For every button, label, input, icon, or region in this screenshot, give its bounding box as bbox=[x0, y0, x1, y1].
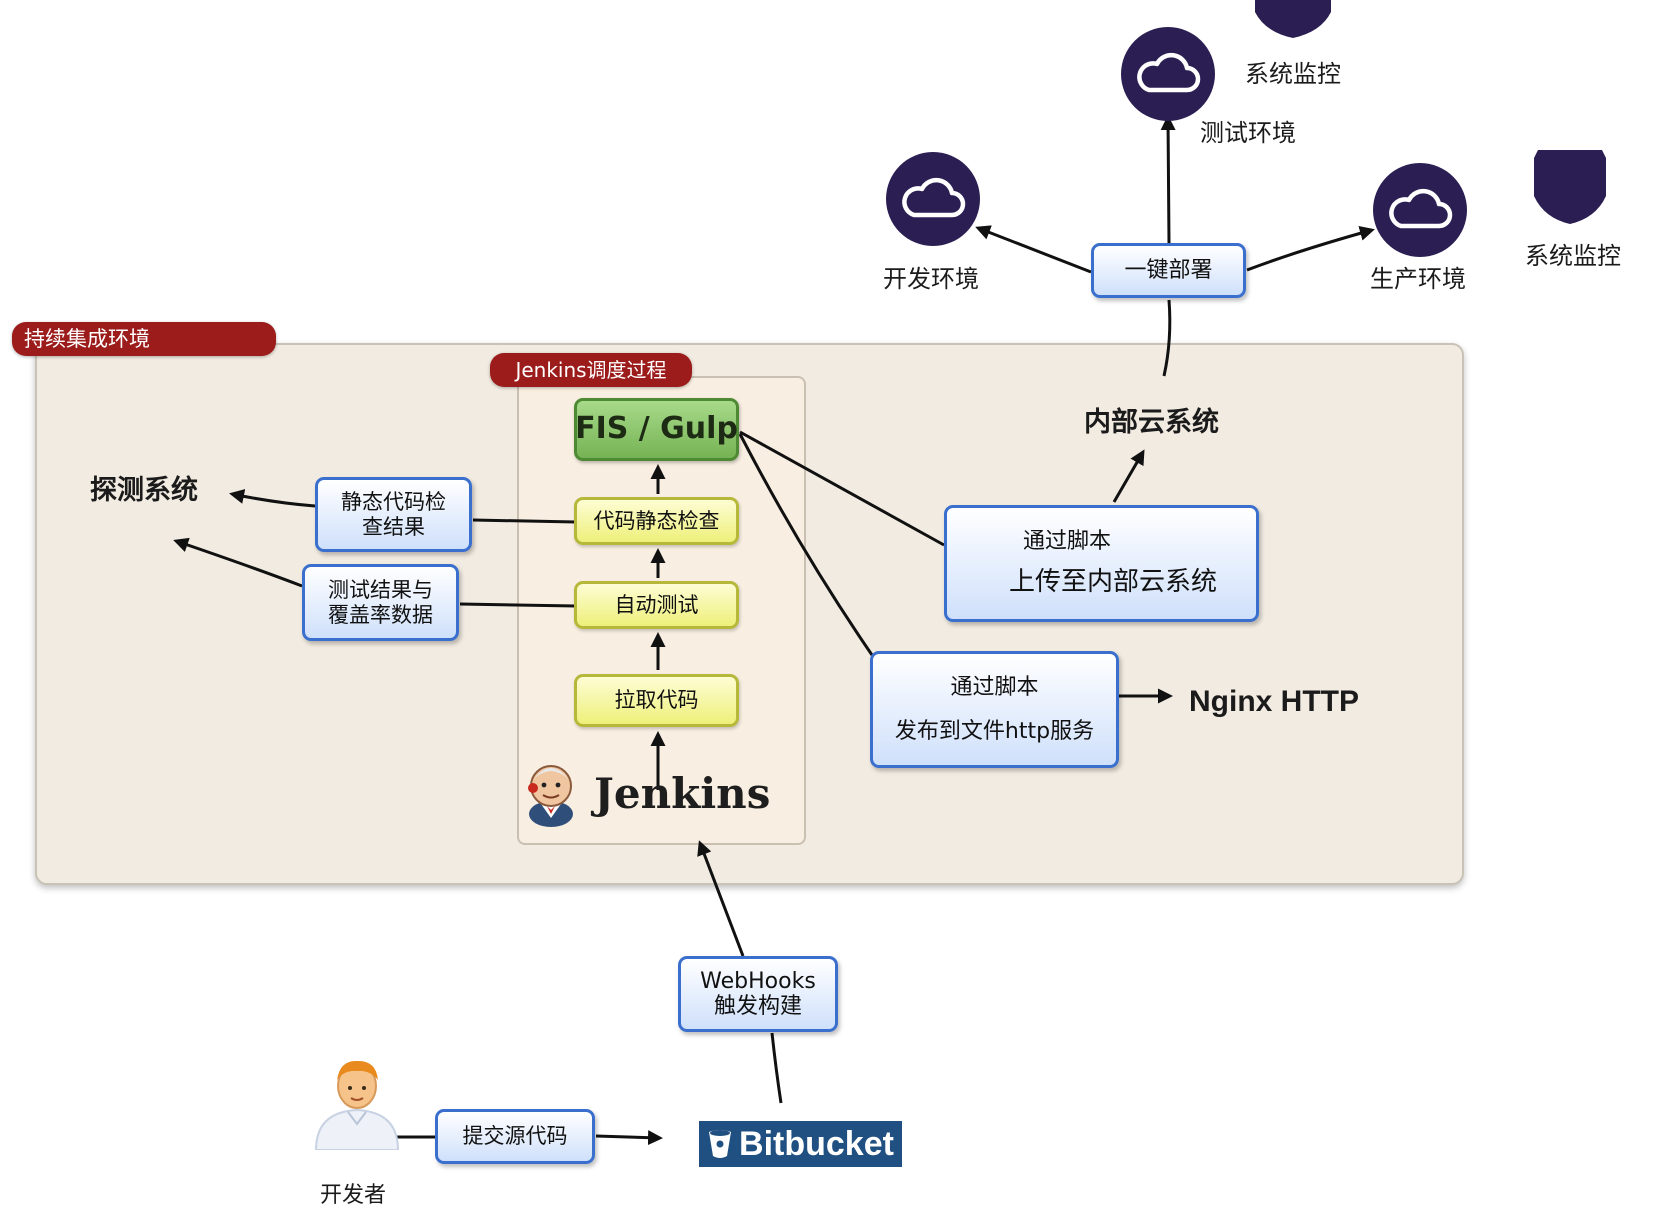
jenkins-process-label-text: Jenkins调度过程 bbox=[515, 358, 667, 382]
monitoring-top-text: 系统监控 bbox=[1245, 60, 1341, 88]
jenkins-logo: Jenkins bbox=[522, 758, 770, 828]
arrow-deploy-to-dev bbox=[975, 225, 1092, 274]
test-env-label: 测试环境 bbox=[1200, 113, 1296, 148]
internal-cloud-text: 内部云系统 bbox=[1084, 407, 1219, 438]
shield-icon bbox=[1534, 150, 1606, 224]
test-env-cloud-icon bbox=[1121, 27, 1215, 121]
test-result-coverage-line1: 测试结果与 bbox=[328, 578, 433, 603]
publish-script-box: 通过脚本 发布到文件http服务 bbox=[870, 651, 1119, 768]
one-click-deploy-text: 一键部署 bbox=[1124, 257, 1213, 283]
static-check-text: 代码静态检查 bbox=[593, 508, 720, 533]
prod-env-cloud-icon bbox=[1373, 163, 1467, 257]
static-check-result-box: 静态代码检 查结果 bbox=[315, 477, 472, 552]
arrow-commit-to-bitbucket bbox=[595, 1130, 663, 1146]
developer-label: 开发者 bbox=[320, 1177, 386, 1209]
monitoring-right-label: 系统监控 bbox=[1525, 236, 1621, 271]
nginx-http-label: Nginx HTTP bbox=[1189, 685, 1359, 719]
auto-test-text: 自动测试 bbox=[614, 592, 699, 617]
dev-env-label: 开发环境 bbox=[883, 259, 979, 294]
detect-system-text: 探测系统 bbox=[90, 475, 198, 506]
jenkins-wordmark: Jenkins bbox=[594, 768, 771, 818]
jenkins-butler-icon bbox=[528, 765, 573, 827]
arrow-deploy-to-test bbox=[1160, 115, 1176, 244]
pull-code-text: 拉取代码 bbox=[614, 688, 699, 713]
dev-env-text: 开发环境 bbox=[883, 265, 979, 293]
monitoring-top-label: 系统监控 bbox=[1245, 54, 1341, 89]
webhooks-line1: WebHooks bbox=[700, 968, 816, 994]
test-env-text: 测试环境 bbox=[1200, 119, 1296, 147]
auto-test-box: 自动测试 bbox=[574, 581, 739, 629]
static-check-result-line2: 查结果 bbox=[362, 514, 425, 539]
arrow-deploy-to-prod bbox=[1246, 225, 1375, 272]
publish-script-line1: 通过脚本 bbox=[950, 675, 1039, 701]
bitbucket-logo: Bitbucket bbox=[699, 1121, 902, 1167]
nginx-http-text: Nginx HTTP bbox=[1189, 685, 1359, 718]
prod-env-label: 生产环境 bbox=[1370, 259, 1466, 294]
bitbucket-bucket-icon bbox=[709, 1130, 732, 1158]
static-check-result-line1: 静态代码检 bbox=[341, 490, 446, 515]
commit-code-box: 提交源代码 bbox=[435, 1109, 595, 1164]
prod-env-text: 生产环境 bbox=[1370, 265, 1466, 293]
monitoring-right-text: 系统监控 bbox=[1525, 242, 1621, 270]
webhooks-box: WebHooks 触发构建 bbox=[678, 956, 838, 1032]
upload-script-box: 通过脚本 上传至内部云系统 bbox=[944, 505, 1259, 622]
dev-env-cloud-icon bbox=[886, 152, 980, 246]
publish-script-line2: 发布到文件http服务 bbox=[894, 718, 1095, 744]
webhooks-line2: 触发构建 bbox=[713, 994, 802, 1019]
cloud-icon bbox=[1137, 52, 1201, 93]
test-result-coverage-box: 测试结果与 覆盖率数据 bbox=[302, 564, 459, 641]
jenkins-process-label: Jenkins调度过程 bbox=[490, 353, 692, 387]
fis-gulp-text: FIS / Gulp bbox=[575, 411, 738, 447]
detect-system-label: 探测系统 bbox=[90, 468, 198, 507]
bitbucket-wordmark: Bitbucket bbox=[739, 1124, 894, 1163]
ci-environment-label: 持续集成环境 bbox=[12, 322, 276, 356]
cloud-icon bbox=[902, 177, 966, 218]
shield-icon bbox=[1255, 0, 1331, 38]
pull-code-box: 拉取代码 bbox=[574, 674, 739, 727]
upload-script-line2: 上传至内部云系统 bbox=[1009, 567, 1218, 598]
cloud-icon bbox=[1389, 188, 1453, 229]
test-result-coverage-line2: 覆盖率数据 bbox=[328, 602, 433, 627]
ci-environment-label-text: 持续集成环境 bbox=[24, 327, 150, 351]
commit-code-text: 提交源代码 bbox=[462, 1124, 568, 1149]
fis-gulp-box: FIS / Gulp bbox=[574, 398, 739, 461]
internal-cloud-label: 内部云系统 bbox=[1084, 400, 1219, 439]
static-check-box: 代码静态检查 bbox=[574, 497, 739, 545]
upload-script-line1: 通过脚本 bbox=[1023, 528, 1112, 554]
developer-text: 开发者 bbox=[320, 1183, 387, 1208]
developer-avatar-icon bbox=[314, 1060, 400, 1150]
line-bitbucket-to-webhooks bbox=[770, 1032, 783, 1104]
one-click-deploy-box: 一键部署 bbox=[1091, 243, 1246, 298]
